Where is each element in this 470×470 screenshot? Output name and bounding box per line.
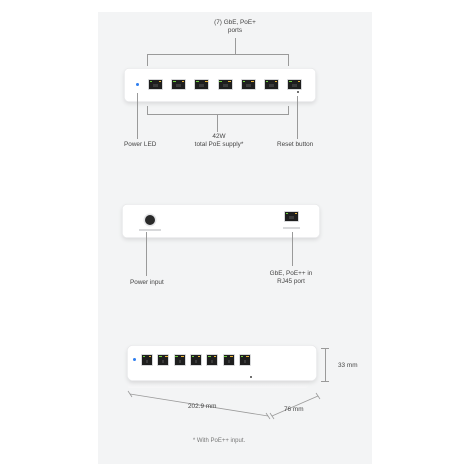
uplink-port-marking	[283, 227, 300, 229]
depth-dim-tick-left	[269, 412, 275, 420]
front-port-4	[217, 79, 233, 90]
switch-back-view	[122, 204, 320, 238]
footnote: * With PoE++ input.	[192, 438, 246, 444]
front-port-2	[171, 79, 187, 90]
poe-callout-right	[288, 106, 289, 114]
width-label: 202.9 mm	[188, 403, 217, 410]
width-dim-tick-left	[127, 390, 133, 398]
front-port-1	[148, 79, 163, 90]
uplink-port	[284, 211, 299, 222]
depth-label: 76 mm	[284, 406, 304, 413]
depth-dimension-line	[271, 395, 319, 417]
uplink-label-line1: GbE, PoE++ in	[269, 270, 313, 277]
height-dim-tick-top	[321, 348, 329, 349]
poe-callout-left	[147, 106, 148, 114]
reset-button	[297, 91, 299, 93]
uplink-callout	[292, 232, 293, 266]
height-label: 33 mm	[338, 362, 358, 369]
ports-callout-bracket	[147, 54, 289, 55]
height-dimension-line	[325, 348, 326, 381]
switch-3d-view	[127, 345, 317, 381]
poe-supply-line1: 42W	[212, 133, 226, 140]
power-input-label: Power input	[130, 279, 164, 286]
poe-supply-line2: total PoE supply*	[194, 141, 244, 148]
ports-label-line1: (7) GbE, PoE+	[214, 19, 256, 26]
ports-callout-right	[288, 54, 289, 66]
reset-callout	[297, 96, 298, 139]
iso-port-6	[222, 354, 235, 366]
power-input-jack	[145, 215, 155, 225]
ports-label-line2: ports	[227, 27, 243, 34]
depth-dim-tick-right	[315, 392, 321, 400]
power-input-marking	[139, 229, 161, 231]
ports-callout-stem	[235, 38, 236, 54]
height-dim-tick-bottom	[321, 381, 329, 382]
power-input-callout	[146, 232, 147, 276]
power-led	[136, 83, 139, 86]
power-led-callout	[137, 93, 138, 139]
poe-callout-bracket	[147, 114, 289, 115]
iso-port-3	[173, 354, 186, 366]
iso-port-4	[189, 354, 202, 366]
front-port-5	[240, 79, 256, 90]
ports-label: (7) GbE, PoE+ ports	[214, 19, 256, 35]
power-led-3d	[133, 358, 136, 361]
iso-port-1	[141, 354, 153, 366]
reset-button-3d	[250, 376, 252, 378]
uplink-label-line2: RJ45 port	[277, 278, 305, 285]
poe-supply-label: 42W total PoE supply*	[195, 133, 244, 149]
poe-callout-stem	[217, 114, 218, 132]
front-port-6	[264, 79, 279, 90]
iso-port-7	[238, 354, 251, 366]
iso-port-5	[206, 354, 219, 366]
width-dim-tick-right	[265, 412, 271, 420]
front-port-7	[287, 79, 303, 90]
front-port-3	[194, 79, 210, 90]
reset-button-label: Reset button	[277, 141, 314, 148]
switch-front-view	[124, 68, 316, 102]
ports-callout-left	[147, 54, 148, 66]
power-led-label: Power LED	[124, 141, 157, 148]
uplink-label: GbE, PoE++ in RJ45 port	[270, 270, 313, 286]
width-dimension-line	[129, 393, 269, 417]
iso-port-2	[157, 354, 170, 366]
